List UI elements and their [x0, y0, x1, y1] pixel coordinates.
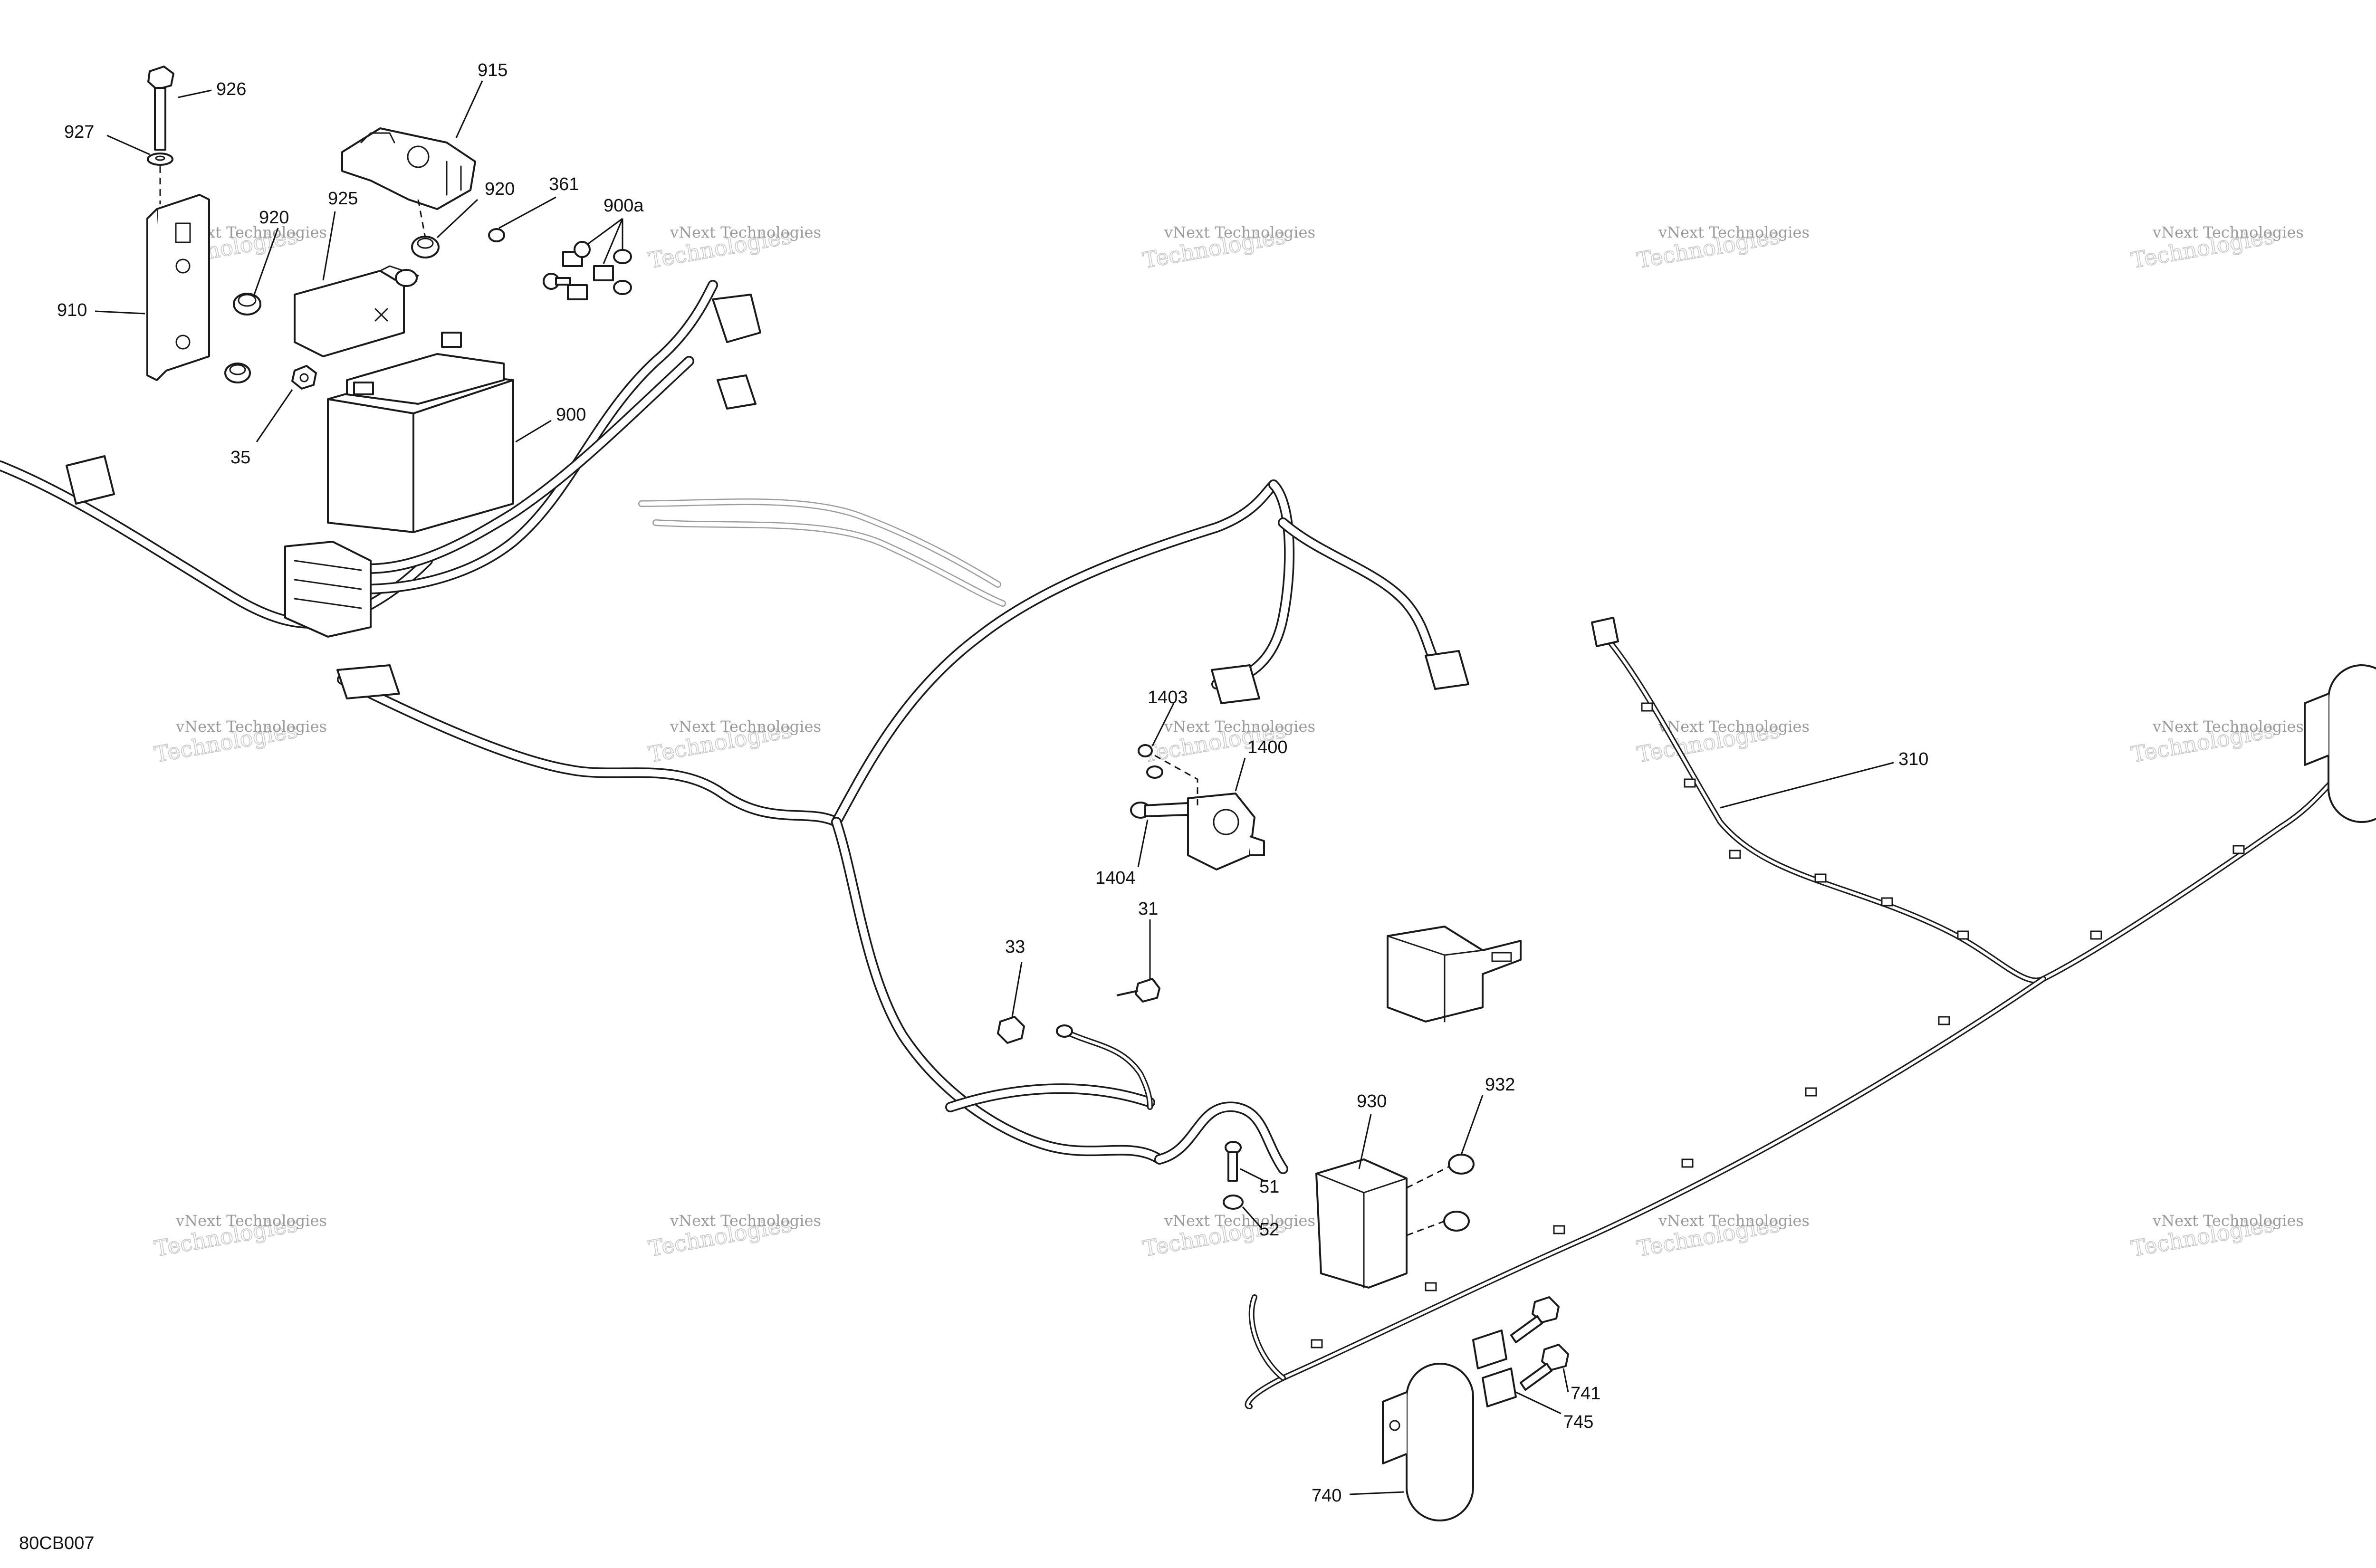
- leader-lines: [95, 80, 1894, 1495]
- connector-left: [66, 455, 115, 505]
- rear-lamp-740: [1382, 1363, 1474, 1521]
- grommet-932: [1443, 1154, 1475, 1232]
- watermark-small-text: vNext Technologies: [175, 1212, 327, 1230]
- callout-labels: 926 927 915 925 920 920 361 900a 910 35 …: [57, 60, 1928, 1506]
- callout-925: 925: [328, 189, 358, 209]
- callout-920: 920: [259, 208, 289, 228]
- bracket-745: [1472, 1329, 1517, 1407]
- watermark: Technologies vNext Technologies: [1140, 222, 1315, 274]
- seal-361: [488, 228, 505, 242]
- watermark-small-text: vNext Technologies: [2152, 717, 2304, 736]
- watermark: Technologies vNext Technologies: [1140, 1211, 1315, 1262]
- sensor-1400: [1187, 793, 1265, 870]
- watermark-small-text: vNext Technologies: [2152, 223, 2304, 241]
- reference-harness-ghost: [638, 498, 1006, 607]
- washer-927: [147, 153, 173, 166]
- callout-932: 932: [1485, 1075, 1515, 1095]
- connector-right: [1211, 664, 1260, 704]
- battery-900: [327, 332, 514, 533]
- watermark-small-text: vNext Technologies: [1658, 1212, 1810, 1230]
- connector-310-end: [1591, 617, 1619, 647]
- diagram-reference-code: 80CB007: [19, 1533, 94, 1553]
- callout-1404: 1404: [1095, 868, 1136, 888]
- watermark: Technologies vNext Technologies: [646, 717, 821, 768]
- watermark-small-text: vNext Technologies: [670, 717, 821, 736]
- callout-35: 35: [230, 448, 250, 468]
- watermark: Technologies vNext Technologies: [152, 1211, 327, 1262]
- watermark-small-text: vNext Technologies: [1164, 1212, 1315, 1230]
- rear-lamp-right: [2304, 664, 2376, 823]
- callout-361: 361: [549, 174, 579, 194]
- watermark-small-text: vNext Technologies: [1658, 223, 1810, 241]
- callout-310: 310: [1898, 749, 1928, 769]
- main-wiring-harness: [0, 280, 1450, 1174]
- bolt-1404: [1130, 802, 1189, 819]
- bolt-31: [1116, 978, 1160, 1003]
- nut-35: [291, 365, 317, 390]
- bolt-926: [147, 66, 174, 151]
- relay-module: [1387, 926, 1522, 1023]
- assembly-line: [1154, 755, 1198, 808]
- watermark: Technologies vNext Technologies: [2129, 717, 2304, 768]
- callout-915: 915: [478, 60, 508, 80]
- watermark-small-text: vNext Technologies: [1164, 717, 1315, 736]
- watermark-small-text: vNext Technologies: [1658, 717, 1810, 736]
- hardware-kit-900a: [543, 241, 632, 300]
- cable-holder-915: [341, 127, 476, 210]
- callout-745: 745: [1563, 1412, 1593, 1432]
- watermark-small-text: vNext Technologies: [175, 717, 327, 736]
- callout-51: 51: [1259, 1177, 1279, 1197]
- callout-52: 52: [1259, 1220, 1279, 1240]
- grommet-920-upper: [411, 236, 440, 258]
- nut-52: [1223, 1195, 1244, 1210]
- watermark: Technologies vNext Technologies: [2129, 1211, 2304, 1262]
- callout-920-upper: 920: [485, 179, 515, 199]
- watermark-small-text: vNext Technologies: [670, 1212, 821, 1230]
- callout-930: 930: [1357, 1091, 1387, 1111]
- watermark-small-text: vNext Technologies: [2152, 1212, 2304, 1230]
- grommet-920-lower: [224, 363, 251, 383]
- rear-harness-310: [1245, 629, 2360, 1409]
- watermark: Technologies vNext Technologies: [152, 717, 327, 768]
- connector-upper: [712, 294, 761, 410]
- battery-bracket-910: [146, 194, 210, 381]
- callout-741: 741: [1571, 1384, 1600, 1404]
- callout-31: 31: [1138, 899, 1158, 919]
- watermark: Technologies vNext Technologies: [1140, 717, 1315, 768]
- watermark-small-text: vNext Technologies: [670, 223, 821, 241]
- callout-900: 900: [556, 405, 586, 425]
- callout-1400: 1400: [1247, 737, 1288, 757]
- callout-927: 927: [64, 122, 94, 142]
- assembly-line: [417, 199, 426, 238]
- callout-910: 910: [57, 300, 87, 320]
- callout-926: 926: [216, 79, 246, 99]
- ground-cable: [1056, 1024, 1153, 1110]
- watermark: Technologies vNext Technologies: [1635, 1211, 1810, 1262]
- bolt-51: [1225, 1141, 1242, 1182]
- watermark: Technologies vNext Technologies: [646, 1211, 821, 1262]
- assembly-line: [1406, 1166, 1450, 1236]
- grommet-920: [233, 293, 261, 316]
- clip-1403: [1138, 744, 1163, 779]
- nut-33: [997, 1016, 1025, 1044]
- watermark: Technologies vNext Technologies: [2129, 222, 2304, 274]
- bolt-741: [1510, 1296, 1569, 1391]
- watermark: Technologies vNext Technologies: [646, 222, 821, 274]
- callout-1403: 1403: [1148, 688, 1188, 708]
- ecm-connector: [284, 541, 372, 638]
- connector-far-right: [1425, 650, 1469, 690]
- watermark: Technologies vNext Technologies: [1635, 222, 1810, 274]
- module-930: [1315, 1158, 1408, 1289]
- grommet-925-small: [395, 269, 418, 287]
- callout-900a: 900a: [604, 196, 644, 216]
- callout-740: 740: [1312, 1486, 1341, 1506]
- watermark-small-text: vNext Technologies: [1164, 223, 1315, 241]
- connector-mid: [336, 664, 400, 699]
- callout-33: 33: [1005, 937, 1025, 957]
